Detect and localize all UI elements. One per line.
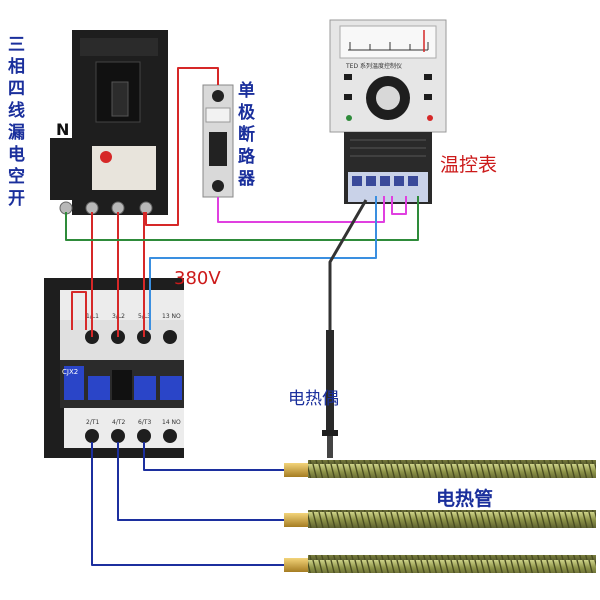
terminal-14-NO: 14 NO	[162, 419, 181, 426]
label-temp-controller: 温控表	[440, 154, 498, 176]
heater-tube-1	[284, 460, 596, 478]
contactor-model: CJX2	[62, 368, 78, 376]
label-thermocouple: 电热偶	[288, 389, 339, 409]
indicator-green-icon	[346, 115, 352, 121]
label-single-pole-breaker: 单极 断路 器	[238, 81, 255, 189]
contactor: CJX2 1/L1 3/L2 5/L3 13 NO 2/T1 4/T2 6/T3…	[44, 278, 184, 458]
terminal-13-NO: 13 NO	[162, 313, 181, 320]
terminal-4-T2: 4/T2	[112, 419, 126, 426]
single-pole-breaker	[202, 84, 234, 198]
breaker-toggle[interactable]	[111, 81, 129, 117]
heater-tube-3	[284, 555, 596, 573]
controller-nameplate: TED 系列温度控制仪	[345, 62, 402, 70]
indicator-red-icon	[427, 115, 433, 121]
heater-tube-2	[284, 510, 596, 528]
label-four-pole-breaker: 三相 四线 漏电 空开	[8, 35, 25, 209]
thermocouple	[322, 330, 338, 458]
terminal-2-T1: 2/T1	[86, 419, 100, 426]
breaker-handle[interactable]	[209, 132, 227, 166]
test-button-icon[interactable]	[100, 151, 112, 163]
terminal-6-T3: 6/T3	[138, 419, 152, 426]
four-pole-breaker	[50, 30, 168, 215]
label-neutral: N	[56, 120, 70, 139]
label-voltage: 380V	[174, 268, 221, 289]
temperature-controller: TED 系列温度控制仪	[329, 19, 447, 204]
label-heater-tubes: 电热管	[436, 488, 494, 510]
wires	[65, 67, 419, 566]
